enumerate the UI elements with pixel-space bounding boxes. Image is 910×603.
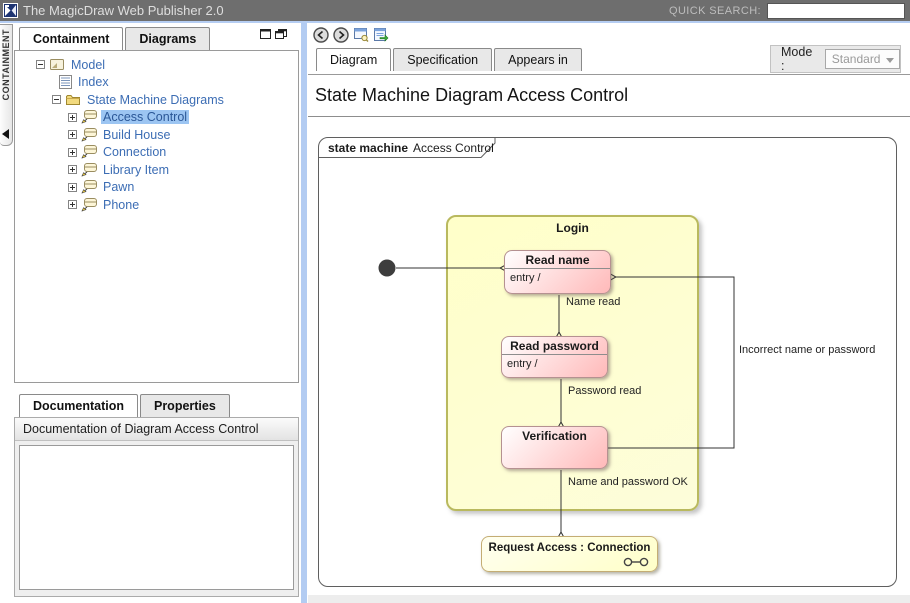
statemachine-diagram-icon: [81, 127, 97, 142]
state-title: Login: [556, 221, 589, 235]
state-entry-activity: entry /: [510, 272, 541, 284]
collapse-tab-label: CONTAINMENT: [1, 29, 11, 101]
mode-label: Mode :: [781, 45, 813, 73]
transition-label-name-read: Name read: [566, 296, 621, 308]
state-title: Read password: [502, 337, 607, 355]
mode-value: Standard: [831, 52, 881, 66]
tree-item-phone[interactable]: Phone: [15, 196, 298, 213]
quick-search-input[interactable]: [767, 2, 905, 19]
transition-label-name-password-ok: Name and password OK: [568, 476, 688, 488]
statemachine-diagram-icon: [81, 110, 97, 124]
tree-item-build-house[interactable]: Build House: [15, 126, 298, 143]
tab-diagrams[interactable]: Diagrams: [125, 27, 211, 50]
frame-label: state machine Access Control: [328, 141, 494, 155]
statemachine-diagram-icon: [81, 197, 97, 212]
tree-item-connection[interactable]: Connection: [15, 144, 298, 161]
tab-appears-in[interactable]: Appears in: [494, 48, 582, 71]
documentation-textarea[interactable]: [19, 445, 294, 590]
title-rule: [308, 116, 910, 117]
specification-window-icon[interactable]: [352, 26, 369, 43]
magicdraw-logo-icon: [3, 3, 18, 18]
collapse-expander-icon[interactable]: [36, 60, 45, 69]
state-verification[interactable]: Verification: [501, 426, 608, 469]
documentation-header: Documentation of Diagram Access Control: [15, 418, 298, 441]
statemachine-diagram-icon: [81, 145, 97, 159]
tree-item-access-control[interactable]: Access Control: [15, 109, 298, 126]
doc-tab-bar: Documentation Properties: [19, 394, 232, 417]
minimize-icon[interactable]: [260, 29, 271, 39]
initial-state-node[interactable]: [378, 259, 396, 277]
tree-item-model[interactable]: Model: [15, 56, 298, 73]
folder-icon: [66, 95, 80, 105]
tree-item-index[interactable]: Index: [15, 74, 298, 91]
tab-diagram[interactable]: Diagram: [316, 48, 392, 71]
containment-tree: Model Index State Machine Diagrams: [14, 50, 299, 383]
panel-splitter[interactable]: [301, 23, 307, 603]
containment-collapse-tab[interactable]: CONTAINMENT: [0, 24, 13, 146]
index-icon: [59, 75, 72, 89]
state-title: Request Access : Connection: [488, 542, 651, 554]
statemachine-diagram-icon: [81, 162, 97, 177]
restore-icon[interactable]: [275, 29, 287, 39]
tree-item-library-item[interactable]: Library Item: [15, 161, 298, 178]
expand-expander-icon[interactable]: [68, 130, 77, 139]
diagram-panel: Diagram Specification Appears in Mode : …: [308, 23, 910, 603]
diagram-toolbar: [312, 26, 389, 43]
open-in-new-window-icon[interactable]: [372, 26, 389, 43]
expand-expander-icon[interactable]: [68, 112, 77, 122]
collapse-left-arrow-icon: [2, 129, 9, 139]
app-title: The MagicDraw Web Publisher 2.0: [23, 3, 224, 18]
collapse-expander-icon[interactable]: [52, 95, 61, 104]
frame-keyword: state machine: [328, 141, 409, 155]
expand-expander-icon[interactable]: [68, 200, 77, 209]
tab-properties[interactable]: Properties: [139, 394, 230, 417]
frame-name: Access Control: [413, 141, 494, 155]
panel-window-buttons: [260, 29, 287, 39]
mode-dropdown[interactable]: Standard: [824, 49, 900, 69]
expand-expander-icon[interactable]: [68, 182, 77, 192]
state-read-name[interactable]: Read name entry /: [504, 250, 611, 294]
documentation-panel: Documentation of Diagram Access Control: [14, 417, 299, 597]
model-icon: [50, 59, 64, 70]
state-title: Verification: [522, 429, 587, 443]
state-title: Read name: [505, 251, 610, 269]
forward-icon[interactable]: [332, 26, 349, 43]
topbar-divider: [0, 21, 910, 23]
quick-search-label: QUICK SEARCH:: [669, 4, 761, 17]
chevron-down-icon: [886, 58, 894, 63]
submachine-icon: [623, 557, 649, 567]
right-tab-bar: Diagram Specification Appears in: [316, 48, 584, 71]
tree-item-state-machine-diagrams[interactable]: State Machine Diagrams: [15, 91, 298, 108]
state-request-access[interactable]: Request Access : Connection: [481, 536, 658, 572]
expand-expander-icon[interactable]: [68, 147, 77, 157]
uml-frame: state machine Access Control Login: [318, 137, 897, 587]
tree-item-pawn[interactable]: Pawn: [15, 179, 298, 196]
back-icon[interactable]: [312, 26, 329, 43]
transition-label-incorrect: Incorrect name or password: [739, 344, 876, 356]
state-read-password[interactable]: Read password entry /: [501, 336, 608, 378]
tabbar-divider: [308, 74, 910, 75]
mode-box: Mode : Standard: [770, 45, 901, 73]
statemachine-diagram-icon: [81, 180, 97, 194]
bottom-strip: [308, 595, 910, 603]
tab-containment[interactable]: Containment: [19, 27, 124, 50]
tab-documentation[interactable]: Documentation: [19, 394, 138, 417]
state-entry-activity: entry /: [507, 358, 538, 370]
title-bar: The MagicDraw Web Publisher 2.0 QUICK SE…: [0, 0, 910, 21]
tab-specification[interactable]: Specification: [393, 48, 493, 71]
left-tab-bar: Containment Diagrams: [19, 27, 212, 50]
expand-expander-icon[interactable]: [68, 165, 77, 174]
transition-label-password-read: Password read: [568, 385, 642, 397]
page-title: State Machine Diagram Access Control: [315, 85, 629, 105]
